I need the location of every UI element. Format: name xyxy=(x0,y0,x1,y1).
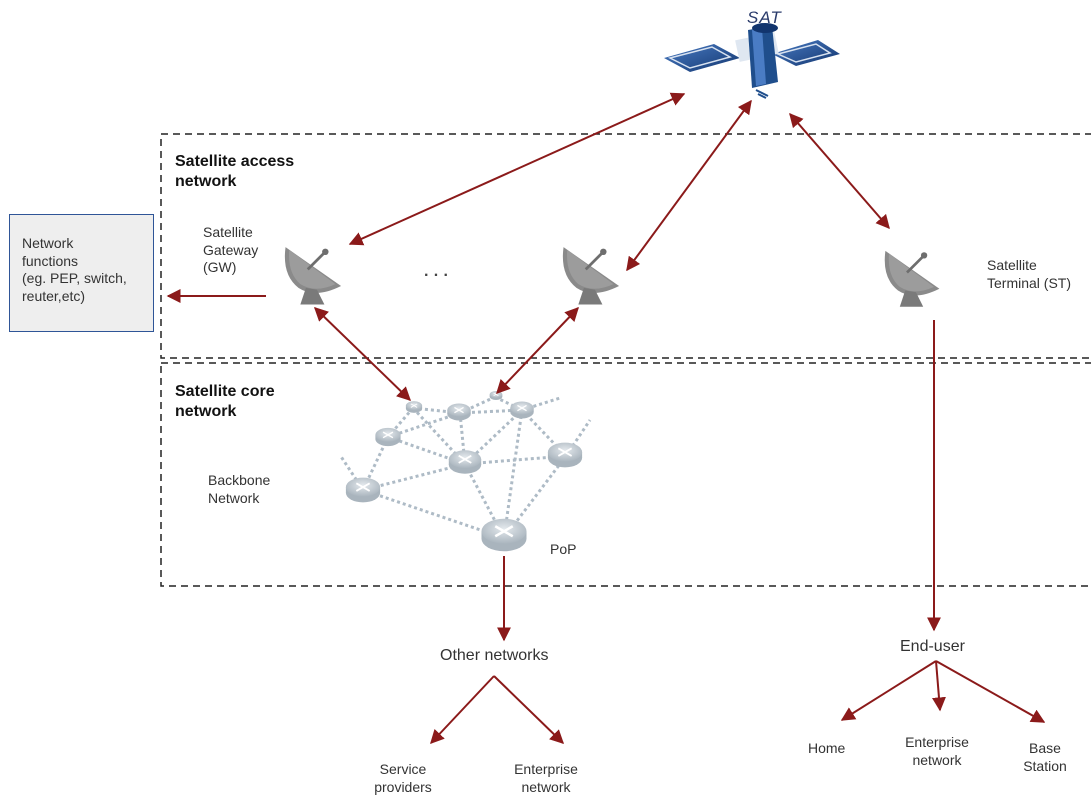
network-functions-box xyxy=(9,214,154,332)
satellite-dish-icon-terminal xyxy=(883,249,941,309)
satellite-terminal-label: Satellite Terminal (ST) xyxy=(987,257,1072,291)
arrow-gateway-backbone xyxy=(313,307,412,401)
router-icon-4 xyxy=(509,400,535,420)
router-icon-6 xyxy=(447,449,483,475)
arrow-sat-gateway xyxy=(348,92,686,246)
satellite-gateway-label: Satellite Gateway (GW) xyxy=(203,224,259,275)
arrow-end-user-enterprise xyxy=(931,660,946,712)
backbone-network-label: Backbone Network xyxy=(208,472,271,506)
satellite-label: SAT xyxy=(747,8,782,27)
ellipsis-more-gateways: · · · xyxy=(424,267,449,284)
router-icon-5 xyxy=(374,427,402,447)
satellite-core-network-region xyxy=(160,362,1091,587)
router-icon-8 xyxy=(344,476,382,504)
other-enterprise-network-label: Enterprise network xyxy=(514,761,578,795)
router-icon-3 xyxy=(446,402,472,422)
router-icon-7 xyxy=(546,441,584,469)
arrow-sat-terminal xyxy=(789,112,890,230)
router-icon-pop xyxy=(480,517,528,553)
arrow-sat-gateway-2 xyxy=(626,99,752,272)
arrow-end-user-home xyxy=(840,660,937,721)
satellite-dish-icon-gateway-2 xyxy=(561,245,621,306)
pop-label: PoP xyxy=(550,541,577,557)
satellite-access-network-title: Satellite access network xyxy=(175,153,295,190)
service-providers-label: Service providers xyxy=(374,761,432,795)
end-user-label: End-user xyxy=(900,638,965,655)
arrow-other-networks-service-providers xyxy=(430,675,495,745)
other-networks-label: Other networks xyxy=(440,647,549,664)
arrow-other-networks-enterprise xyxy=(493,675,565,744)
network-functions-label: Network functions (eg. PEP, switch, reut… xyxy=(22,235,127,304)
satellite-access-network-region xyxy=(160,133,1091,359)
router-icon-1 xyxy=(405,400,423,414)
base-station-label: Base Station xyxy=(1023,740,1067,774)
router-icon-2 xyxy=(489,390,503,401)
satellite-core-network-title: Satellite core network xyxy=(175,383,275,420)
satellite-dish-icon-gateway xyxy=(283,245,343,306)
satellite-icon xyxy=(664,23,840,99)
end-user-enterprise-network-label: Enterprise network xyxy=(905,734,969,768)
arrow-end-user-base-station xyxy=(935,660,1046,723)
home-label: Home xyxy=(808,740,846,756)
arrow-gateway2-backbone xyxy=(496,306,579,395)
